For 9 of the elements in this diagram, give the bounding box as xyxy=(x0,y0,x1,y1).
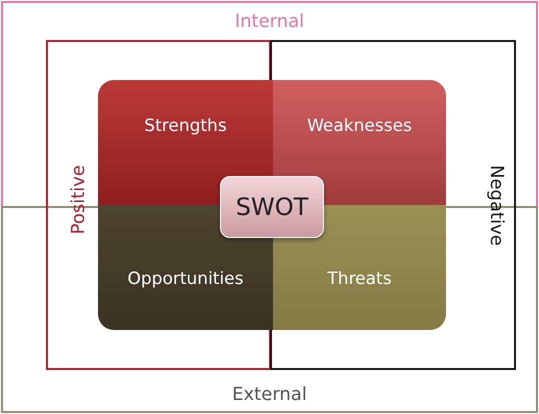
quadrant-label: Strengths xyxy=(144,116,227,136)
quadrant-label: Weaknesses xyxy=(307,116,412,136)
center-tile: SWOT xyxy=(220,176,324,238)
region-label: Internal xyxy=(234,11,304,32)
region-label: Positive xyxy=(68,165,89,234)
region-label: External xyxy=(232,384,307,405)
quadrant-label: Opportunities xyxy=(128,269,244,289)
region-label: Negative xyxy=(486,165,507,246)
quadrant-label: Threats xyxy=(327,269,392,289)
